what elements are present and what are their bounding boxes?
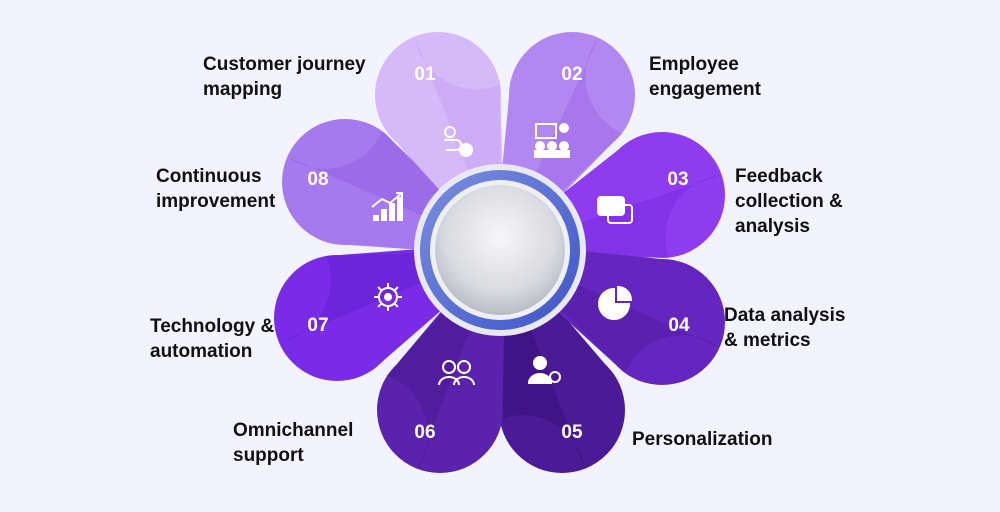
- step-label-08: Continuous improvement: [156, 166, 276, 212]
- step-label-03: Feedback collection & analysis: [735, 166, 843, 237]
- user-settings-icon: [527, 356, 561, 384]
- step-label-05: Personalization: [632, 429, 773, 450]
- step-label-01: Customer journey mapping: [203, 54, 366, 100]
- center-hub: [414, 164, 586, 336]
- step-number-03: 03: [667, 169, 688, 190]
- hub-disc: [435, 185, 565, 315]
- gear-automation-icon: [374, 283, 402, 311]
- step-number-08: 08: [307, 169, 328, 190]
- step-label-07: Technology & automation: [150, 316, 275, 362]
- step-number-07: 07: [307, 315, 328, 336]
- step-label-04: Data analysis & metrics: [724, 305, 846, 351]
- support-agents-icon: [438, 360, 475, 386]
- chat-bubbles-icon: [597, 196, 633, 224]
- step-label-02: Employee engagement: [649, 54, 761, 100]
- journey-map-icon: [444, 126, 473, 157]
- growth-chart-icon: [371, 192, 403, 221]
- pie-chart-icon: [598, 285, 633, 320]
- step-number-05: 05: [561, 422, 583, 443]
- step-label-06: Omnichannel support: [233, 420, 354, 466]
- petal-01: [375, 32, 503, 251]
- step-number-02: 02: [561, 64, 582, 85]
- presentation-icon: [534, 123, 570, 158]
- step-number-04: 04: [668, 315, 690, 336]
- step-number-01: 01: [414, 64, 436, 85]
- step-number-06: 06: [414, 422, 435, 443]
